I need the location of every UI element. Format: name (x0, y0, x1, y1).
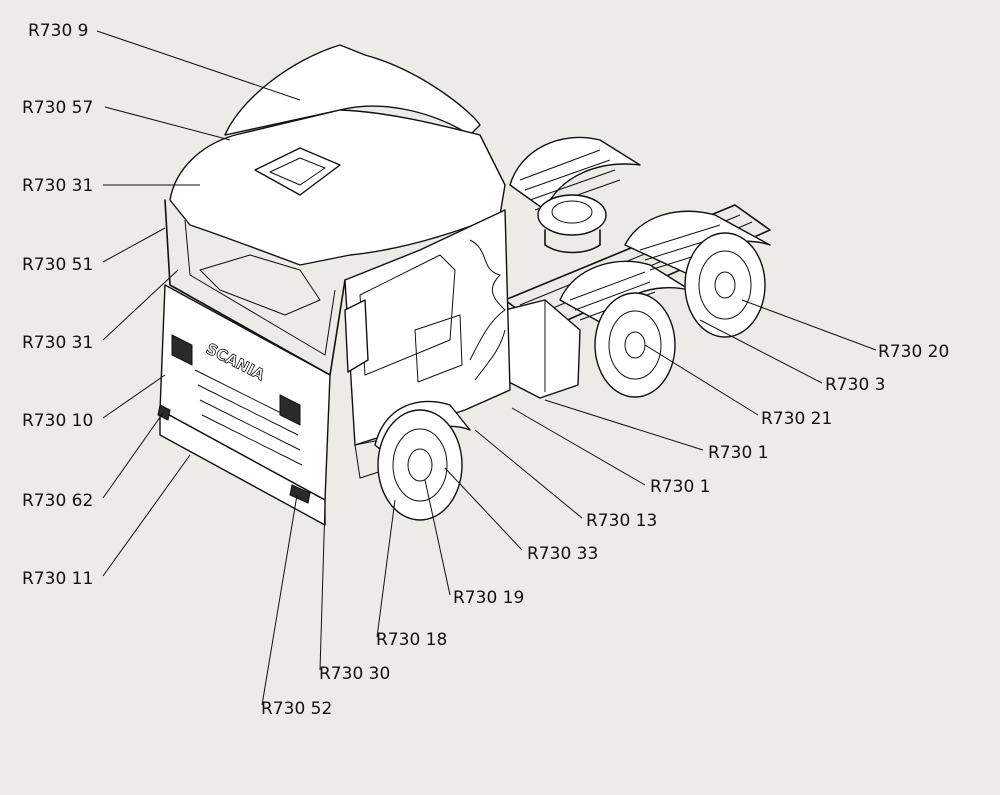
callout-label: R730 31 (22, 333, 93, 353)
callout-label: R730 20 (878, 342, 949, 362)
callout-label: R730 57 (22, 98, 93, 118)
rear-wheels (594, 232, 766, 398)
callout-label: R730 51 (22, 255, 93, 275)
cab-body: SCANIA (157, 44, 511, 526)
front-wheel (374, 400, 471, 521)
leader-lines (96, 30, 877, 706)
callout-label: R730 18 (376, 630, 447, 650)
callout-label: R730 11 (22, 569, 93, 589)
fuel-tank (504, 299, 581, 399)
callout-label: R730 19 (453, 588, 524, 608)
callout-label: R730 21 (761, 409, 832, 429)
truck-line-drawing: SCANIA (157, 44, 771, 526)
callout-label: R730 30 (319, 664, 390, 684)
callout-label: R730 10 (22, 411, 93, 431)
callout-label: R730 1 (650, 477, 710, 497)
fifth-wheel (537, 194, 607, 254)
callout-label: R730 3 (825, 375, 885, 395)
callout-label: R730 13 (586, 511, 657, 531)
callout-label: R730 9 (28, 21, 88, 41)
rear-fenders (509, 136, 771, 326)
callout-label: R730 52 (261, 699, 332, 719)
callout-labels: R730 9 R730 57 R730 31 R730 51 R730 31 R… (22, 21, 949, 719)
callout-label: R730 1 (708, 443, 768, 463)
callout-label: R730 33 (527, 544, 598, 564)
callout-label: R730 31 (22, 176, 93, 196)
callout-label: R730 62 (22, 491, 93, 511)
